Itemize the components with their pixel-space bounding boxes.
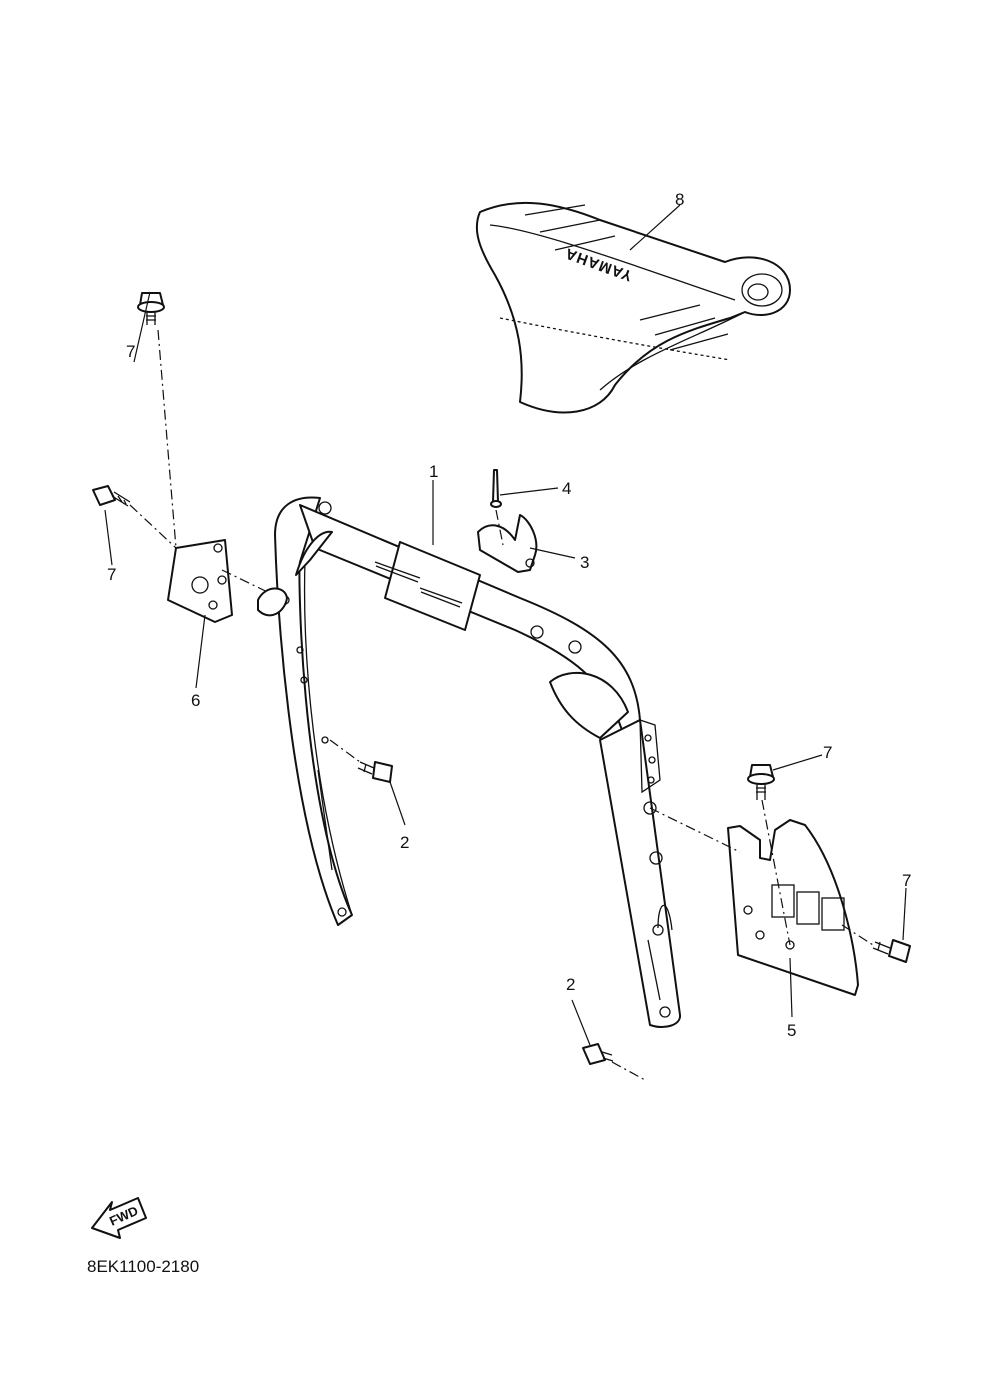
callout-7-right-top: 7 (823, 743, 832, 762)
ring-detail (257, 587, 288, 617)
bolt-part-7-left (92, 485, 131, 507)
callout-7-right: 7 (902, 871, 911, 890)
bracket-part-6 (167, 539, 233, 623)
bolt-part-7-right-top (747, 764, 775, 800)
frame-part-1 (274, 496, 681, 1028)
bracket-part-5 (727, 819, 859, 996)
drawing-code: 8EK1100-2180 (87, 1257, 199, 1276)
rivet-part-4 (490, 469, 502, 508)
callout-1: 1 (429, 462, 438, 481)
callout-4: 4 (562, 479, 571, 498)
callout-2-bottom: 2 (566, 975, 575, 994)
callout-8: 8 (675, 190, 684, 209)
callout-7-top-left: 7 (126, 342, 135, 361)
leader-lines (104, 204, 907, 1046)
bolt-part-2-left (357, 761, 393, 783)
clip-part-3 (477, 514, 538, 573)
assembly-lines (129, 329, 874, 1081)
bolt-part-7-top-left (137, 292, 165, 325)
callout-2-left: 2 (400, 833, 409, 852)
fwd-arrow: FWD (91, 1197, 147, 1239)
callout-labels: 1 2 2 3 4 5 6 7 7 7 7 8 (107, 190, 911, 1040)
bolt-part-7-right (872, 939, 911, 963)
bolt-part-2-bottom (582, 1043, 614, 1065)
callout-6: 6 (191, 691, 200, 710)
callout-7-left: 7 (107, 565, 116, 584)
seat-part-8: YAMAHA (475, 201, 791, 414)
callout-5: 5 (787, 1021, 796, 1040)
callout-3: 3 (580, 553, 589, 572)
